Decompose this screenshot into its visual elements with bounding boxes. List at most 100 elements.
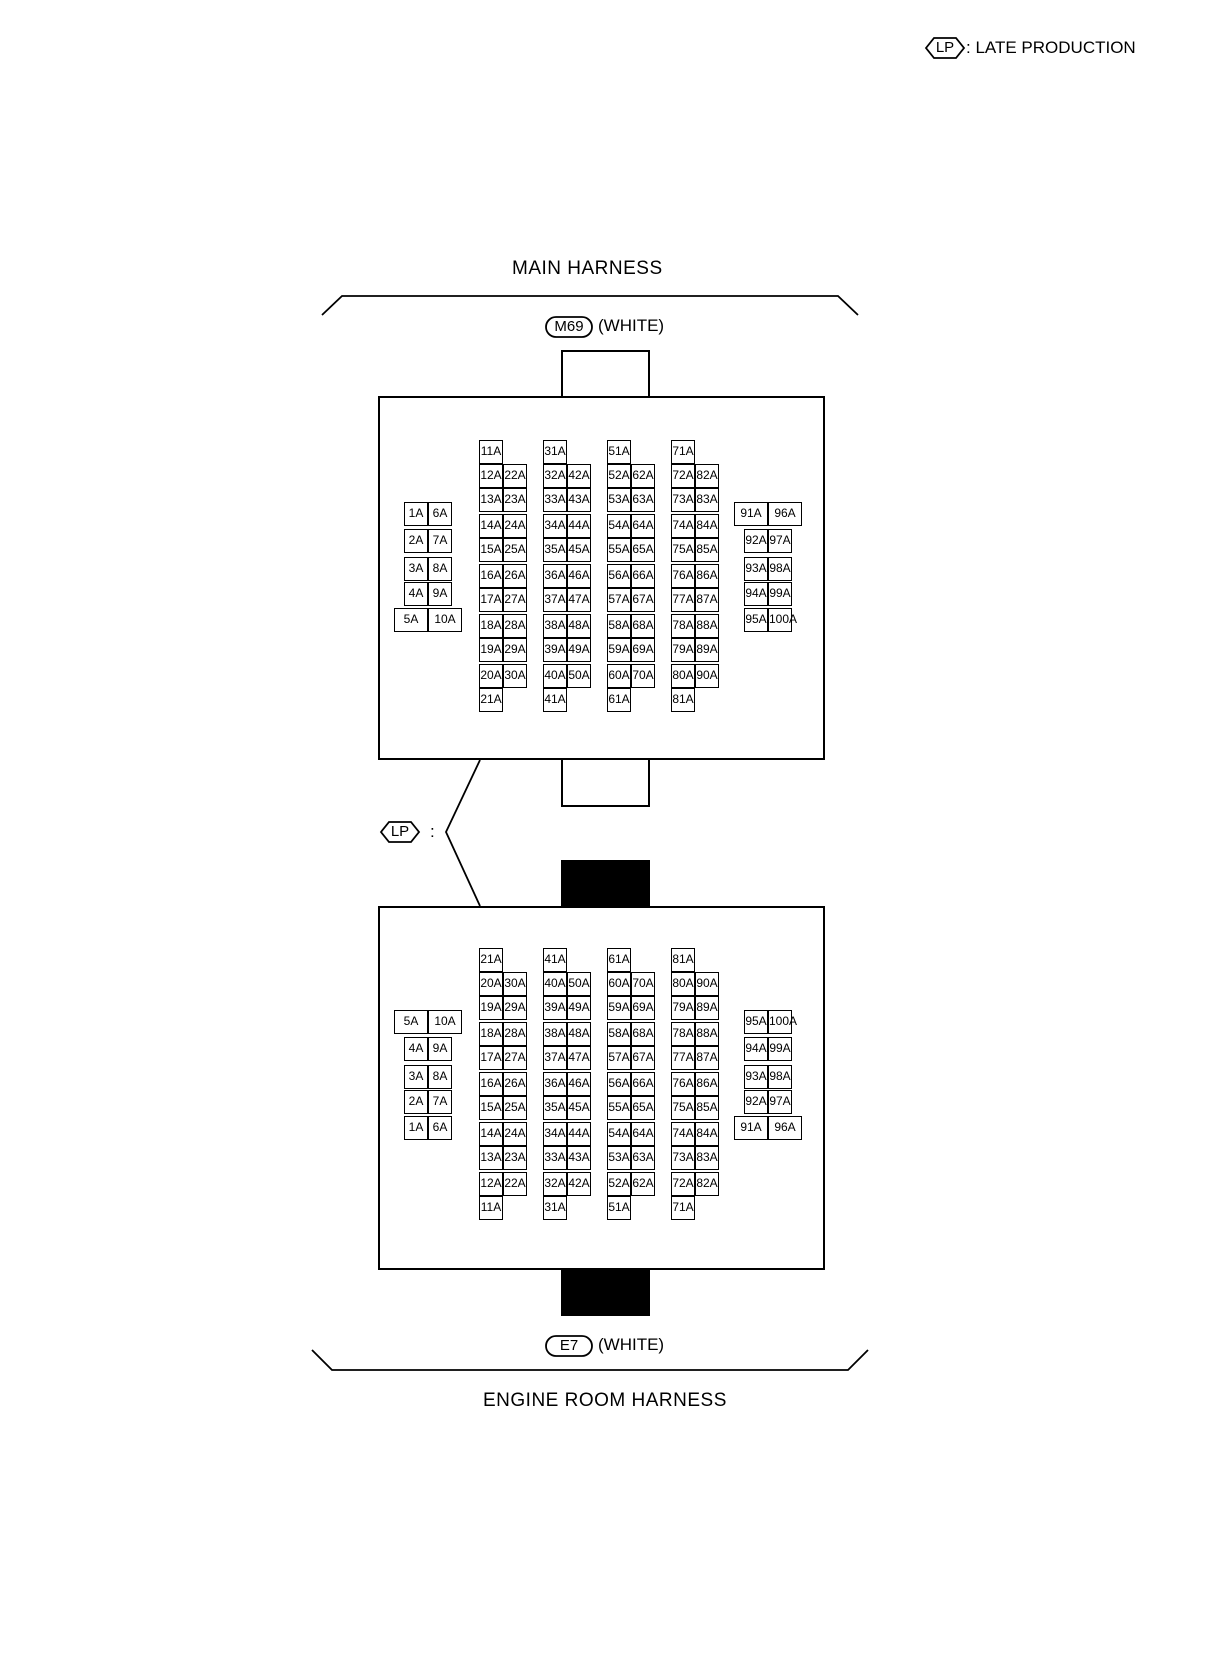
terminal-cell: 5A xyxy=(394,608,428,632)
terminal-cell: 16A xyxy=(479,1072,503,1096)
terminal-cell: 66A xyxy=(631,1072,655,1096)
terminal-cell: 31A xyxy=(543,440,567,464)
terminal-cell: 50A xyxy=(567,972,591,996)
terminal-cell: 80A xyxy=(671,972,695,996)
terminal-cell: 64A xyxy=(631,1122,655,1146)
terminal-cell: 65A xyxy=(631,1096,655,1120)
terminal-cell: 6A xyxy=(428,1116,452,1140)
terminal-cell: 40A xyxy=(543,664,567,688)
terminal-cell: 83A xyxy=(695,488,719,512)
terminal-cell: 8A xyxy=(428,1065,452,1089)
terminal-cell: 94A xyxy=(744,582,768,606)
terminal-cell: 15A xyxy=(479,1096,503,1120)
terminal-cell: 30A xyxy=(503,664,527,688)
terminal-cell: 88A xyxy=(695,614,719,638)
terminal-cell: 61A xyxy=(607,688,631,712)
terminal-cell: 73A xyxy=(671,1146,695,1170)
engine-room-harness-bracket xyxy=(311,1349,869,1371)
terminal-cell: 88A xyxy=(695,1022,719,1046)
terminal-cell: 90A xyxy=(695,664,719,688)
terminal-cell: 18A xyxy=(479,1022,503,1046)
terminal-cell: 4A xyxy=(404,582,428,606)
terminal-cell: 46A xyxy=(567,1072,591,1096)
callout-lp-colon: : xyxy=(430,822,435,841)
lower-connector-bottom-tab xyxy=(561,1268,650,1316)
terminal-cell: 25A xyxy=(503,1096,527,1120)
terminal-cell: 41A xyxy=(543,948,567,972)
terminal-cell: 28A xyxy=(503,1022,527,1046)
terminal-cell: 58A xyxy=(607,1022,631,1046)
terminal-cell: 12A xyxy=(479,1172,503,1196)
terminal-cell: 53A xyxy=(607,1146,631,1170)
m69-badge-outline xyxy=(545,316,593,338)
terminal-cell: 36A xyxy=(543,1072,567,1096)
e7-badge-outline xyxy=(545,1335,593,1357)
terminal-cell: 13A xyxy=(479,1146,503,1170)
terminal-cell: 92A xyxy=(744,529,768,553)
terminal-cell: 9A xyxy=(428,582,452,606)
legend-lp-badge: LP xyxy=(935,39,955,56)
terminal-cell: 76A xyxy=(671,564,695,588)
terminal-cell: 23A xyxy=(503,488,527,512)
terminal-cell: 99A xyxy=(768,582,792,606)
terminal-cell: 66A xyxy=(631,564,655,588)
terminal-cell: 43A xyxy=(567,1146,591,1170)
terminal-cell: 3A xyxy=(404,557,428,581)
terminal-cell: 90A xyxy=(695,972,719,996)
terminal-cell: 38A xyxy=(543,614,567,638)
terminal-cell: 82A xyxy=(695,1172,719,1196)
terminal-cell: 92A xyxy=(744,1090,768,1114)
engine-room-harness-label: ENGINE ROOM HARNESS xyxy=(483,1390,727,1411)
terminal-cell: 46A xyxy=(567,564,591,588)
terminal-cell: 57A xyxy=(607,588,631,612)
terminal-cell: 52A xyxy=(607,464,631,488)
terminal-cell: 48A xyxy=(567,1022,591,1046)
legend-text: : LATE PRODUCTION xyxy=(966,38,1136,57)
terminal-cell: 45A xyxy=(567,538,591,562)
terminal-cell: 33A xyxy=(543,1146,567,1170)
terminal-cell: 1A xyxy=(404,1116,428,1140)
terminal-cell: 29A xyxy=(503,996,527,1020)
terminal-cell: 4A xyxy=(404,1037,428,1061)
terminal-cell: 16A xyxy=(479,564,503,588)
terminal-cell: 23A xyxy=(503,1146,527,1170)
terminal-cell: 15A xyxy=(479,538,503,562)
terminal-cell: 42A xyxy=(567,464,591,488)
terminal-cell: 37A xyxy=(543,588,567,612)
terminal-cell: 55A xyxy=(607,538,631,562)
e7-color-label: (WHITE) xyxy=(598,1335,665,1354)
terminal-cell: 67A xyxy=(631,588,655,612)
terminal-cell: 72A xyxy=(671,464,695,488)
terminal-cell: 53A xyxy=(607,488,631,512)
terminal-cell: 84A xyxy=(695,514,719,538)
terminal-cell: 70A xyxy=(631,664,655,688)
terminal-cell: 22A xyxy=(503,464,527,488)
terminal-cell: 44A xyxy=(567,1122,591,1146)
terminal-cell: 11A xyxy=(479,1196,503,1220)
terminal-cell: 39A xyxy=(543,638,567,662)
terminal-cell: 10A xyxy=(428,1010,462,1034)
terminal-cell: 49A xyxy=(567,996,591,1020)
terminal-cell: 40A xyxy=(543,972,567,996)
terminal-cell: 74A xyxy=(671,514,695,538)
terminal-cell: 59A xyxy=(607,996,631,1020)
terminal-cell: 25A xyxy=(503,538,527,562)
terminal-cell: 96A xyxy=(768,1116,802,1140)
terminal-cell: 30A xyxy=(503,972,527,996)
terminal-cell: 96A xyxy=(768,502,802,526)
terminal-cell: 50A xyxy=(567,664,591,688)
terminal-cell: 87A xyxy=(695,1046,719,1070)
terminal-cell: 91A xyxy=(734,1116,768,1140)
terminal-cell: 20A xyxy=(479,664,503,688)
terminal-cell: 89A xyxy=(695,996,719,1020)
terminal-cell: 48A xyxy=(567,614,591,638)
terminal-cell: 49A xyxy=(567,638,591,662)
terminal-cell: 98A xyxy=(768,1065,792,1089)
terminal-cell: 51A xyxy=(607,440,631,464)
terminal-cell: 57A xyxy=(607,1046,631,1070)
terminal-cell: 100A xyxy=(768,1010,797,1034)
terminal-cell: 52A xyxy=(607,1172,631,1196)
terminal-cell: 80A xyxy=(671,664,695,688)
terminal-cell: 35A xyxy=(543,1096,567,1120)
